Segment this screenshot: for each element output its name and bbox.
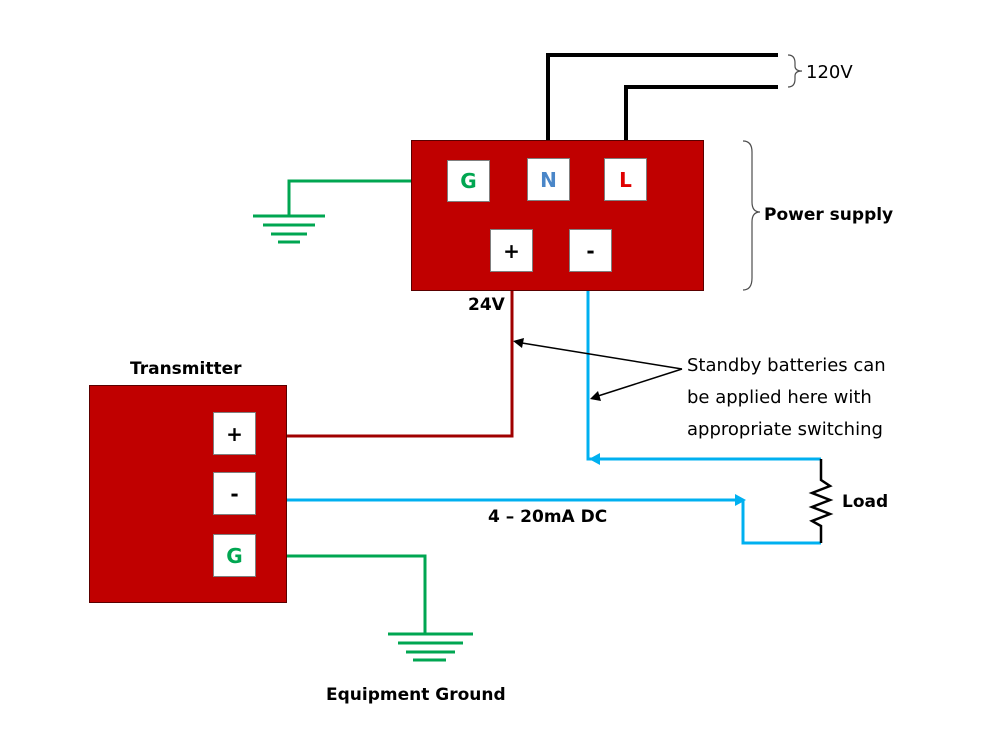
transmitter-ground-terminal: G [213,534,256,577]
equipment-ground-symbol [388,632,473,662]
equipment-ground-wire [256,554,427,634]
supply-ground-terminal: G [447,160,490,202]
neutral-supply-wire [546,53,778,170]
return-tap-arrowhead [589,453,600,465]
supply-negative-terminal-label: - [586,238,595,263]
supply-neutral-terminal: N [527,158,570,201]
supply-live-terminal-label: L [619,167,632,192]
note-arrow-negative-head [590,391,601,401]
note-arrow-positive-line [521,342,683,370]
transmitter-box: + - G [89,385,287,603]
supply-positive-terminal-label: + [503,238,520,263]
note-arrow-positive-head [513,338,524,348]
transmitter-positive-terminal-label: + [226,421,243,446]
load-resistor-symbol [808,459,834,543]
equipment-ground-label: Equipment Ground [326,685,506,705]
supply-ground-wire [287,179,447,216]
power-supply-box: G N L + - [411,140,704,291]
power-supply-label: Power supply [764,205,894,225]
transmitter-negative-terminal-label: - [230,481,239,506]
signal-arrowhead [735,494,746,506]
note-arrow-negative-line [597,368,683,397]
standby-batteries-note: Standby batteries can be applied here wi… [687,350,886,446]
supply-voltage-brace [787,54,803,88]
transmitter-positive-terminal: + [213,412,256,455]
positive-loop-wire [287,270,514,438]
output-voltage-label: 24V [468,295,505,315]
transmitter-negative-terminal: - [213,472,256,515]
supply-positive-terminal: + [490,229,533,272]
transmitter-label: Transmitter [130,359,242,379]
power-supply-brace [742,140,761,291]
load-return-wire [741,500,821,545]
note-line-1: Standby batteries can [687,355,886,376]
loop-current-label: 4 – 20mA DC [488,507,608,527]
load-label: Load [842,492,889,512]
supply-live-terminal: L [604,158,647,201]
negative-return-wire [586,270,821,461]
supply-neutral-terminal-label: N [540,167,557,192]
note-line-3: appropriate switching [687,419,883,440]
supply-negative-terminal: - [569,229,612,272]
note-line-2: be applied here with [687,387,872,408]
supply-ground-symbol [253,214,325,244]
transmitter-ground-terminal-label: G [226,543,243,568]
supply-ground-terminal-label: G [460,169,477,193]
supply-voltage-label: 120V [806,62,853,83]
